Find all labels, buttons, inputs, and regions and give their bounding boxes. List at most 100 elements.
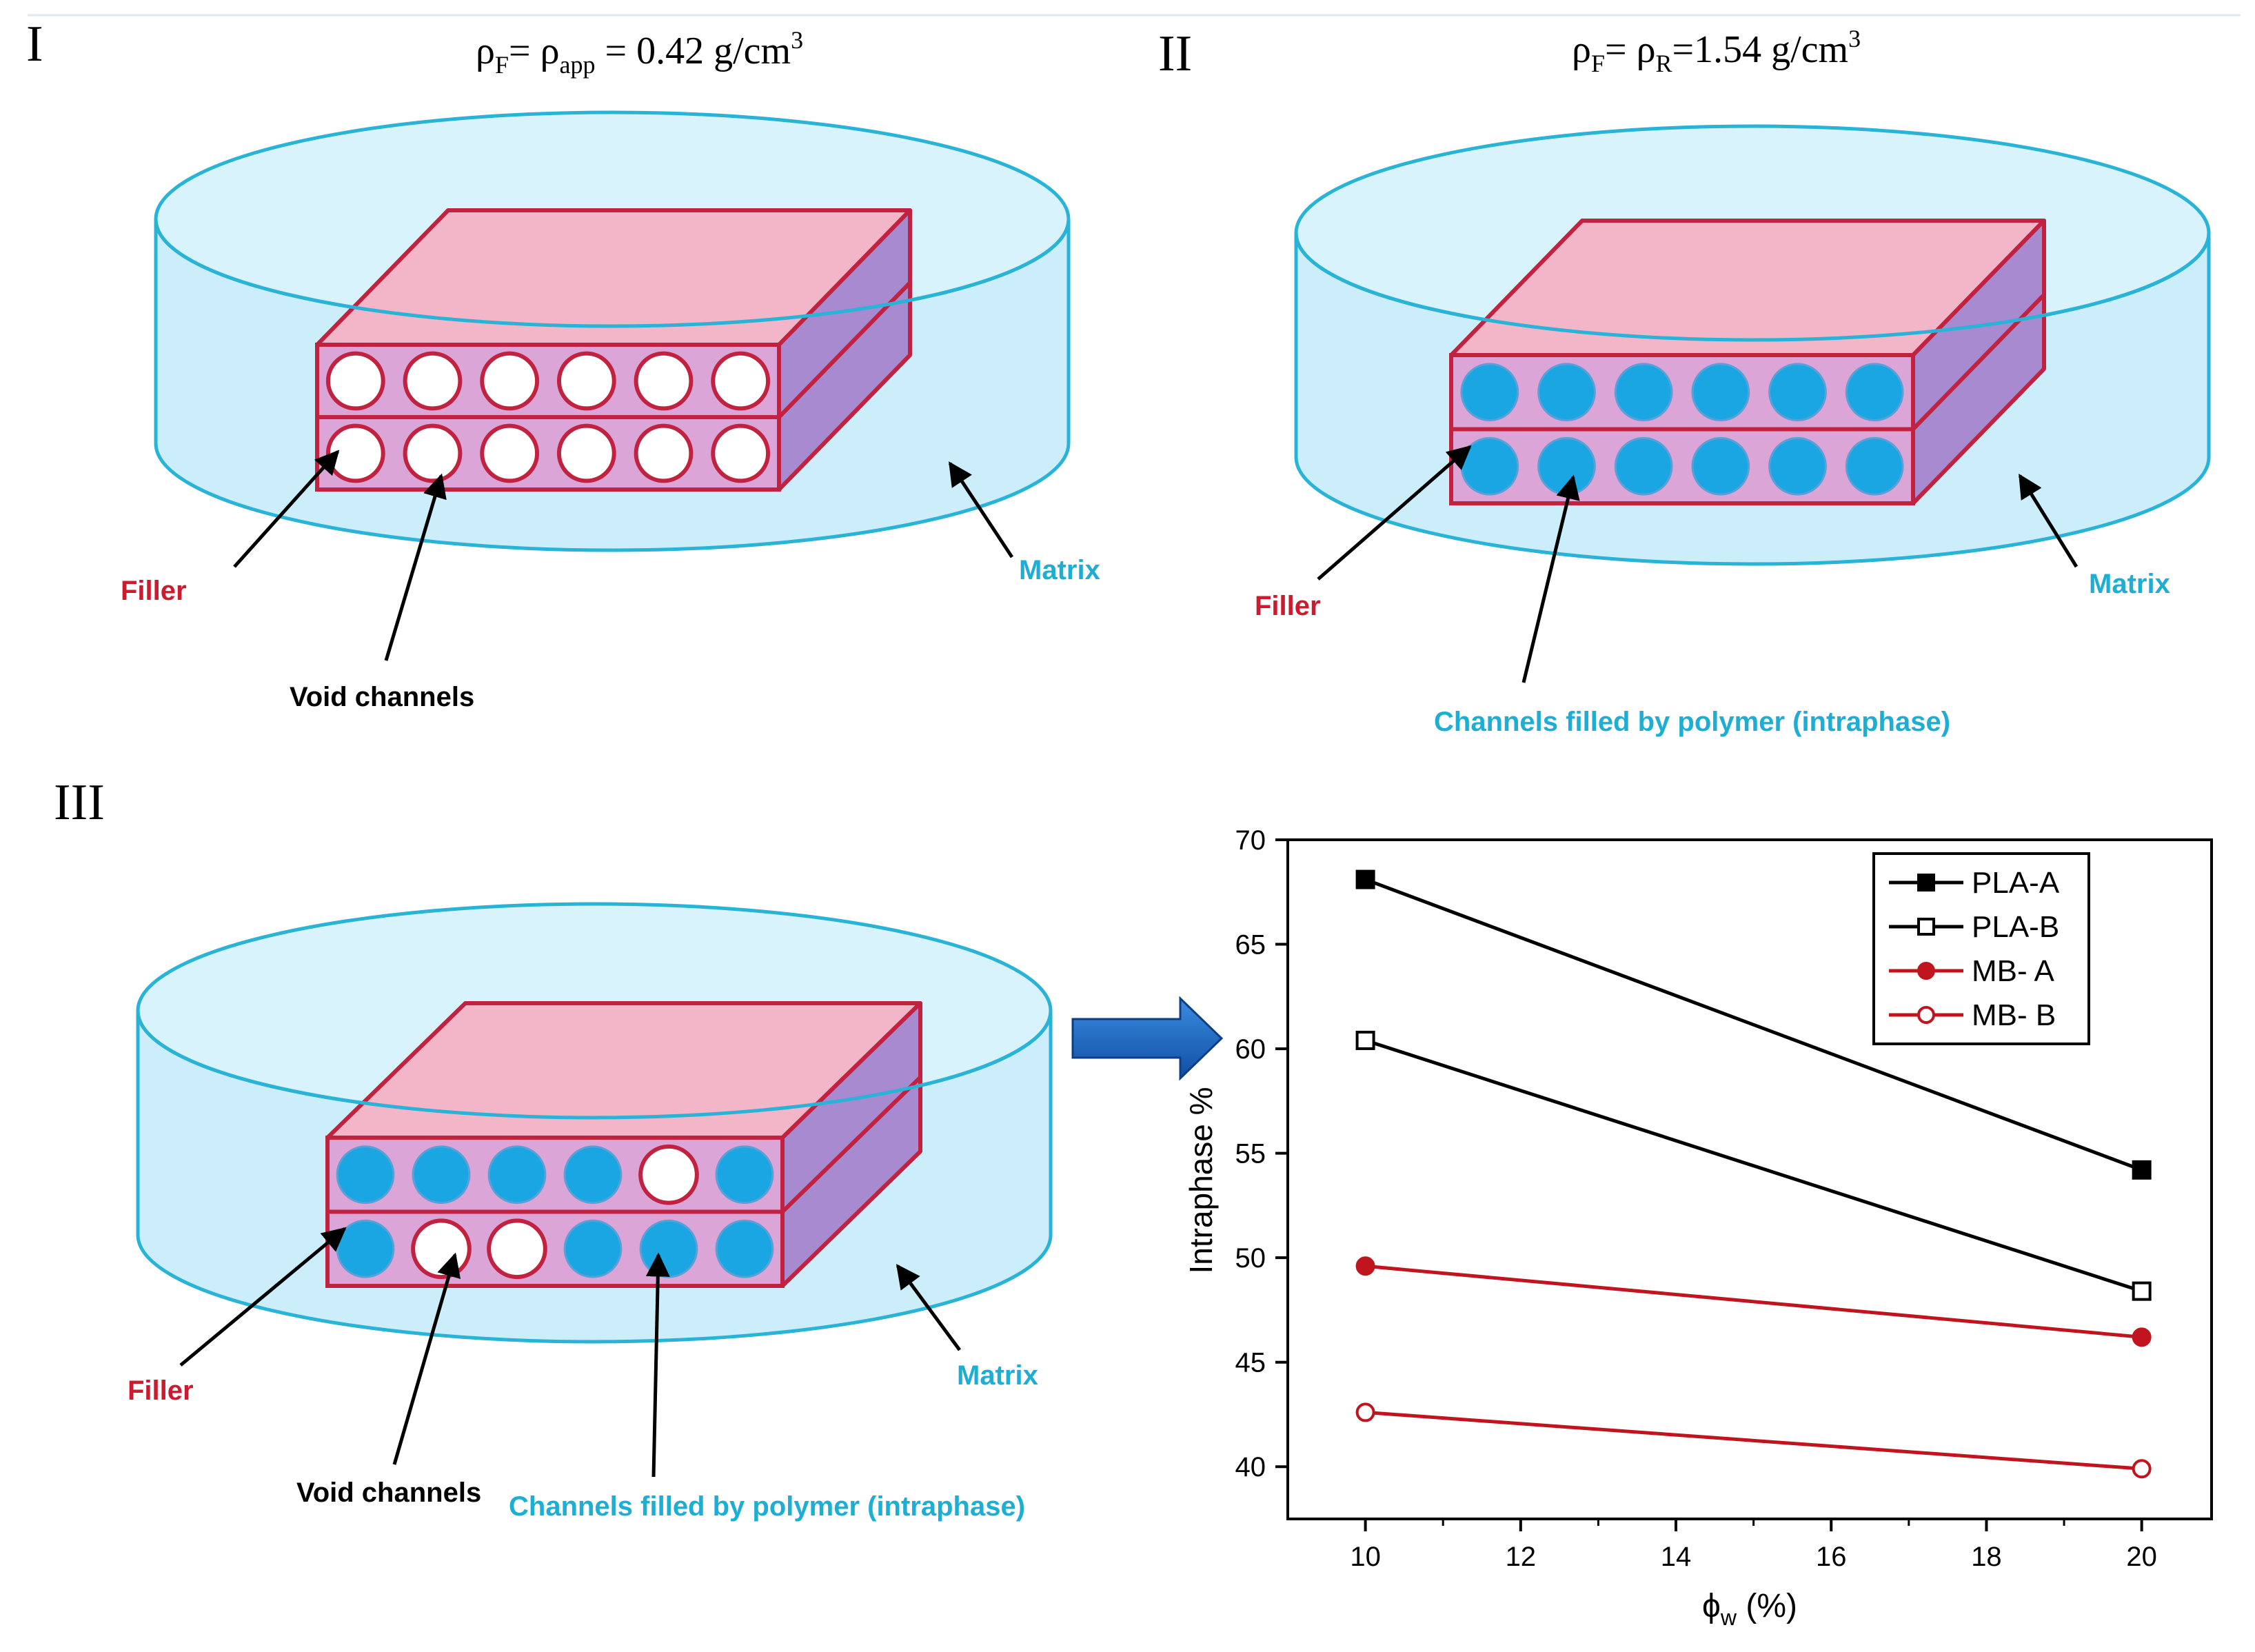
panel-1-void-pointer: [384, 473, 447, 661]
series-line: [1365, 1264, 2142, 1339]
panel-1-filler-pointer: [233, 450, 340, 568]
panel-2-filler-pointer: [1317, 445, 1472, 581]
filled-channel: [1845, 363, 1904, 422]
legend-item: PLA-B: [1889, 910, 2059, 944]
panel-2-numeral: II: [1158, 26, 1192, 82]
legend-frame: [1872, 852, 2090, 1045]
panel-3-matrix-and-filler: [136, 902, 1053, 1344]
chart-legend: PLA-A PLA-B MB- A MB- B: [1872, 852, 2090, 1045]
series-mb-b: [1355, 1402, 2152, 1479]
void-channel: [711, 423, 771, 483]
series-mb-a: [1355, 1256, 2152, 1347]
filled-channel: [1537, 363, 1596, 422]
panel-2-density-equation: ρF= ρR=1.54 g/cm3: [1572, 25, 1861, 77]
filled-channel: [1460, 363, 1519, 422]
void-channel: [556, 351, 616, 411]
transition-arrow: [1071, 996, 1224, 1081]
panel-1: I ρF= ρapp = 0.42 g/cm3 Filler Matrix Vo…: [26, 16, 1100, 712]
filled-channel: [639, 1219, 698, 1278]
panel-2-filled-label: Channels filled by polymer (intraphase): [1434, 707, 1950, 737]
panel-1-void-label: Void channels: [290, 682, 474, 712]
x-tick-label: 18: [1971, 1542, 2002, 1572]
void-channel: [556, 423, 616, 483]
panel-3-filled-label: Channels filled by polymer (intraphase): [509, 1491, 1025, 1522]
void-channel: [411, 1218, 472, 1280]
panel-2: II ρF= ρR=1.54 g/cm3 Filler Matrix Chann…: [1158, 25, 2211, 737]
panel-3-filler-side-divider: [780, 1076, 922, 1213]
filled-channel: [1537, 436, 1596, 496]
x-tick-label: 10: [1350, 1542, 1381, 1572]
panel-2-matrix-and-filler: [1294, 124, 2211, 566]
data-point: [2132, 1281, 2152, 1301]
panel-2-filled-pointer: [1521, 474, 1580, 683]
y-tick-label: 55: [1235, 1139, 1266, 1169]
filled-channel: [715, 1145, 774, 1205]
filled-channel: [336, 1219, 395, 1278]
data-point: [1355, 869, 1375, 889]
data-point: [1917, 874, 1935, 892]
series-line: [1364, 878, 2143, 1172]
panel-2-filler-side-divider: [1911, 293, 2046, 431]
void-channel: [480, 423, 540, 483]
y-tick-label: 50: [1235, 1243, 1266, 1273]
y-tick-label: 65: [1235, 930, 1266, 960]
panel-3-filler-pointer: [179, 1227, 347, 1367]
panel-1-matrix-label: Matrix: [1019, 555, 1100, 585]
void-channel: [634, 423, 694, 483]
panel-1-numeral: I: [26, 16, 43, 72]
filled-channel: [412, 1145, 471, 1205]
filled-channel: [1768, 363, 1827, 422]
filled-channel: [336, 1145, 395, 1205]
data-point: [1355, 1256, 1375, 1276]
panel-3-filler-label: Filler: [128, 1376, 194, 1406]
data-point: [1917, 1006, 1935, 1024]
y-tick-label: 70: [1235, 825, 1266, 856]
void-channel: [480, 351, 540, 411]
void-channel: [638, 1144, 699, 1205]
series-line: [1365, 1410, 2142, 1471]
panel-3-filled-pointer: [645, 1252, 670, 1478]
panel-1-density-equation: ρF= ρapp = 0.42 g/cm3: [476, 26, 803, 79]
panel-1-matrix-pointer: [948, 461, 1014, 558]
filled-channel: [1614, 436, 1673, 496]
panel-3: III Filler Matrix Void channels Channels…: [54, 774, 1053, 1522]
legend-item: MB- B: [1889, 998, 2056, 1032]
panel-2-matrix-label: Matrix: [2089, 569, 2170, 599]
series-pla-a: [1355, 869, 2152, 1180]
filled-channel: [1614, 363, 1673, 422]
series-line: [1364, 1038, 2143, 1293]
series-pla-b: [1355, 1030, 2152, 1301]
panel-3-void-label: Void channels: [296, 1478, 481, 1508]
panel-2-matrix-pointer: [2018, 474, 2079, 568]
filled-channel: [563, 1145, 623, 1205]
data-point: [1355, 1402, 1375, 1422]
data-point: [1917, 918, 1935, 936]
y-tick-label: 60: [1235, 1034, 1266, 1065]
void-channel: [403, 423, 463, 483]
panel-2-filler-label: Filler: [1255, 591, 1321, 621]
y-tick-label: 40: [1235, 1452, 1266, 1482]
legend-item: MB- A: [1889, 954, 2054, 988]
void-channel: [487, 1218, 547, 1280]
void-channel: [403, 351, 463, 411]
data-point: [2132, 1160, 2152, 1180]
void-channel: [325, 351, 385, 411]
panel-2-matrix-rim-front: [1294, 232, 2211, 342]
legend-label: PLA-B: [1972, 910, 2059, 944]
data-point: [1355, 1030, 1375, 1050]
x-tick-label: 12: [1506, 1542, 1537, 1572]
filled-channel: [1460, 436, 1519, 496]
legend-label: MB- A: [1972, 954, 2054, 988]
legend-label: MB- B: [1972, 998, 2056, 1032]
data-point: [2132, 1327, 2152, 1347]
void-channel: [711, 351, 771, 411]
x-tick-label: 16: [1816, 1542, 1847, 1572]
y-axis-label: Intraphase %: [1183, 1087, 1219, 1273]
x-axis-label: ϕw (%): [1702, 1588, 1797, 1630]
x-tick-label: 14: [1661, 1542, 1692, 1572]
filled-channel: [1768, 436, 1827, 496]
x-tick-label: 20: [2126, 1542, 2157, 1572]
legend-label: PLA-A: [1972, 866, 2060, 900]
